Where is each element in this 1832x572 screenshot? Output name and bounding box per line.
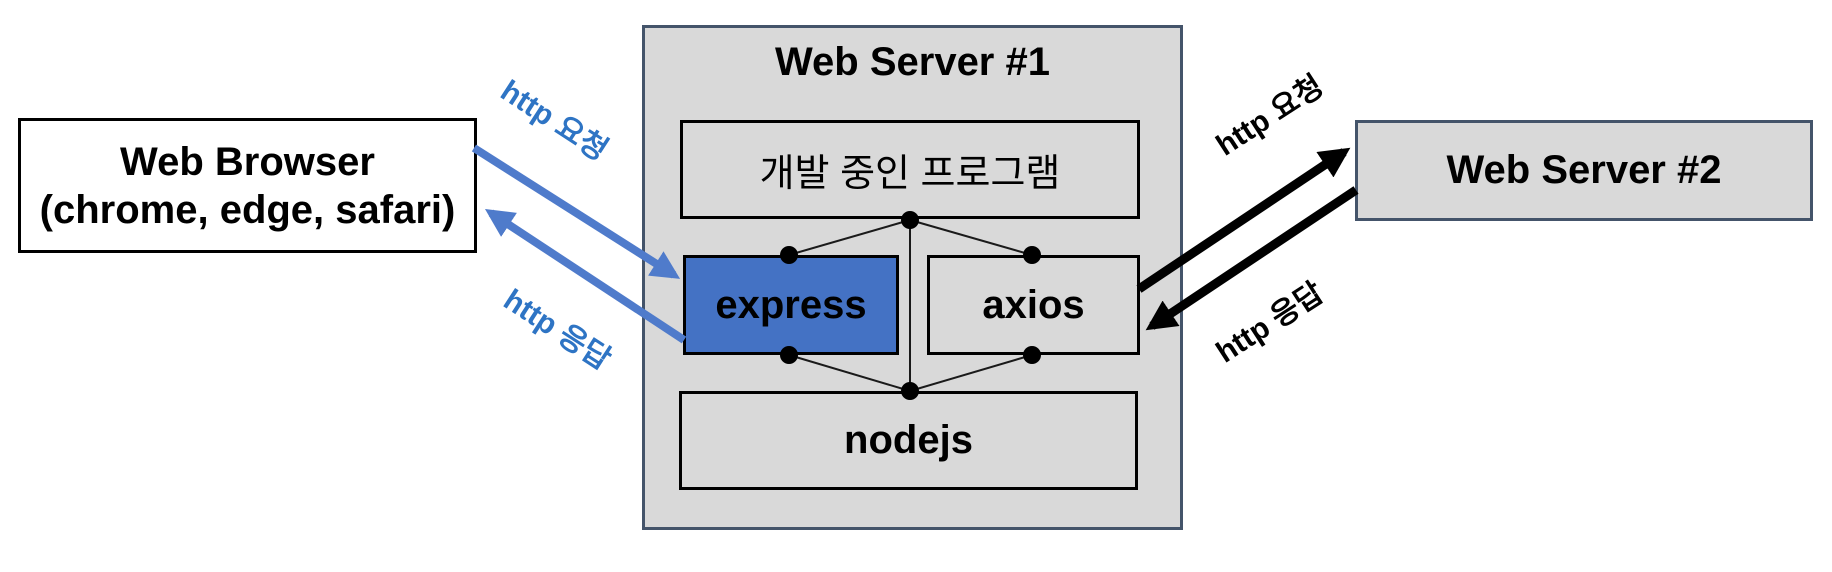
express-box: express bbox=[683, 255, 899, 355]
nodejs-box: nodejs bbox=[679, 391, 1138, 490]
axios-box: axios bbox=[927, 255, 1140, 355]
http-response-label-right: http 응답 bbox=[1210, 276, 1330, 370]
http-request-label-left: http 요청 bbox=[494, 74, 614, 168]
dev-program-label: 개발 중인 프로그램 bbox=[759, 153, 1061, 195]
http-response-label-left: http 응답 bbox=[497, 283, 617, 377]
express-label: express bbox=[715, 282, 867, 327]
dev-program-box: 개발 중인 프로그램 bbox=[680, 120, 1140, 219]
web-browser-subtitle: (chrome, edge, safari) bbox=[39, 187, 456, 232]
http-request-label-right: http 요청 bbox=[1210, 69, 1330, 163]
nodejs-label: nodejs bbox=[844, 418, 973, 462]
axios-label: axios bbox=[982, 282, 1085, 327]
web-server-2-box: Web Server #2 bbox=[1355, 120, 1813, 221]
web-browser-title: Web Browser bbox=[120, 139, 375, 184]
web-server-1-title: Web Server #1 bbox=[775, 40, 1050, 84]
web-server-2-title: Web Server #2 bbox=[1446, 148, 1722, 192]
web-browser-box: Web Browser (chrome, edge, safari) bbox=[18, 118, 477, 253]
